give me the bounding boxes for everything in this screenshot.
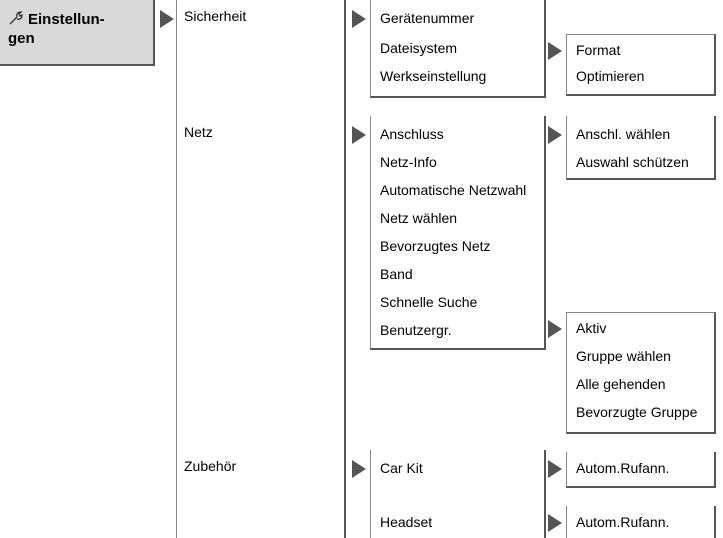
triangle-right-icon bbox=[352, 126, 366, 144]
menu-item-geraetenummer[interactable]: Gerätenummer bbox=[380, 10, 475, 26]
settings-title-line2: gen bbox=[8, 30, 35, 47]
triangle-right-icon bbox=[160, 10, 174, 28]
menu-item-sicherheit[interactable]: Sicherheit bbox=[184, 8, 247, 24]
benutzergr-submenu bbox=[566, 312, 716, 434]
triangle-right-icon bbox=[352, 10, 366, 28]
settings-title-line1: Einstellun- bbox=[28, 11, 105, 28]
menu-item-auswahl-schuetzen[interactable]: Auswahl schützen bbox=[576, 154, 689, 170]
settings-menu-title-box: Einstellun- gen bbox=[0, 0, 155, 66]
menu-item-benutzergr[interactable]: Benutzergr. bbox=[380, 322, 452, 338]
menu-item-netz[interactable]: Netz bbox=[184, 124, 213, 140]
menu-item-netz-waehlen[interactable]: Netz wählen bbox=[380, 210, 458, 226]
level1-column bbox=[176, 0, 346, 538]
level1-right-border bbox=[344, 0, 346, 538]
menu-item-anschluss[interactable]: Anschluss bbox=[380, 126, 444, 142]
anschluss-submenu bbox=[566, 116, 716, 180]
menu-item-anschl-waehlen[interactable]: Anschl. wählen bbox=[576, 126, 671, 142]
triangle-right-icon bbox=[548, 320, 562, 338]
menu-item-netz-info[interactable]: Netz-Info bbox=[380, 154, 437, 170]
menu-item-aktiv[interactable]: Aktiv bbox=[576, 320, 607, 336]
menu-item-bevorzugte-gruppe[interactable]: Bevorzugte Gruppe bbox=[576, 404, 698, 420]
menu-item-alle-gehenden[interactable]: Alle gehenden bbox=[576, 376, 666, 392]
menu-item-optimieren[interactable]: Optimieren bbox=[576, 68, 645, 84]
triangle-right-icon bbox=[548, 460, 562, 478]
menu-item-format[interactable]: Format bbox=[576, 42, 621, 58]
menu-item-band[interactable]: Band bbox=[380, 266, 413, 282]
zubehoer-submenu bbox=[370, 450, 546, 538]
triangle-right-icon bbox=[548, 126, 562, 144]
menu-item-zubehoer[interactable]: Zubehör bbox=[184, 458, 237, 474]
dateisystem-submenu bbox=[566, 34, 716, 96]
netz-submenu bbox=[370, 116, 546, 350]
triangle-right-icon bbox=[352, 460, 366, 478]
triangle-right-icon bbox=[548, 514, 562, 532]
carkit-submenu bbox=[566, 452, 716, 488]
menu-item-dateisystem[interactable]: Dateisystem bbox=[380, 40, 458, 56]
menu-item-headset[interactable]: Headset bbox=[380, 514, 433, 530]
headset-submenu bbox=[566, 506, 716, 538]
menu-item-carkit-autom-rufann[interactable]: Autom.Rufann. bbox=[576, 460, 670, 476]
menu-item-werkseinstellung[interactable]: Werkseinstellung bbox=[380, 68, 487, 84]
settings-menu-title: Einstellun- gen bbox=[8, 10, 105, 48]
menu-item-headset-autom-rufann[interactable]: Autom.Rufann. bbox=[576, 514, 670, 530]
sicherheit-submenu bbox=[370, 0, 546, 98]
menu-item-schnelle-suche[interactable]: Schnelle Suche bbox=[380, 294, 478, 310]
wrench-icon bbox=[9, 11, 23, 25]
menu-item-gruppe-waehlen[interactable]: Gruppe wählen bbox=[576, 348, 671, 364]
menu-item-automatische-netzwahl[interactable]: Automatische Netzwahl bbox=[380, 182, 527, 198]
menu-item-car-kit[interactable]: Car Kit bbox=[380, 460, 423, 476]
triangle-right-icon bbox=[548, 42, 562, 60]
menu-item-bevorzugtes-netz[interactable]: Bevorzugtes Netz bbox=[380, 238, 491, 254]
